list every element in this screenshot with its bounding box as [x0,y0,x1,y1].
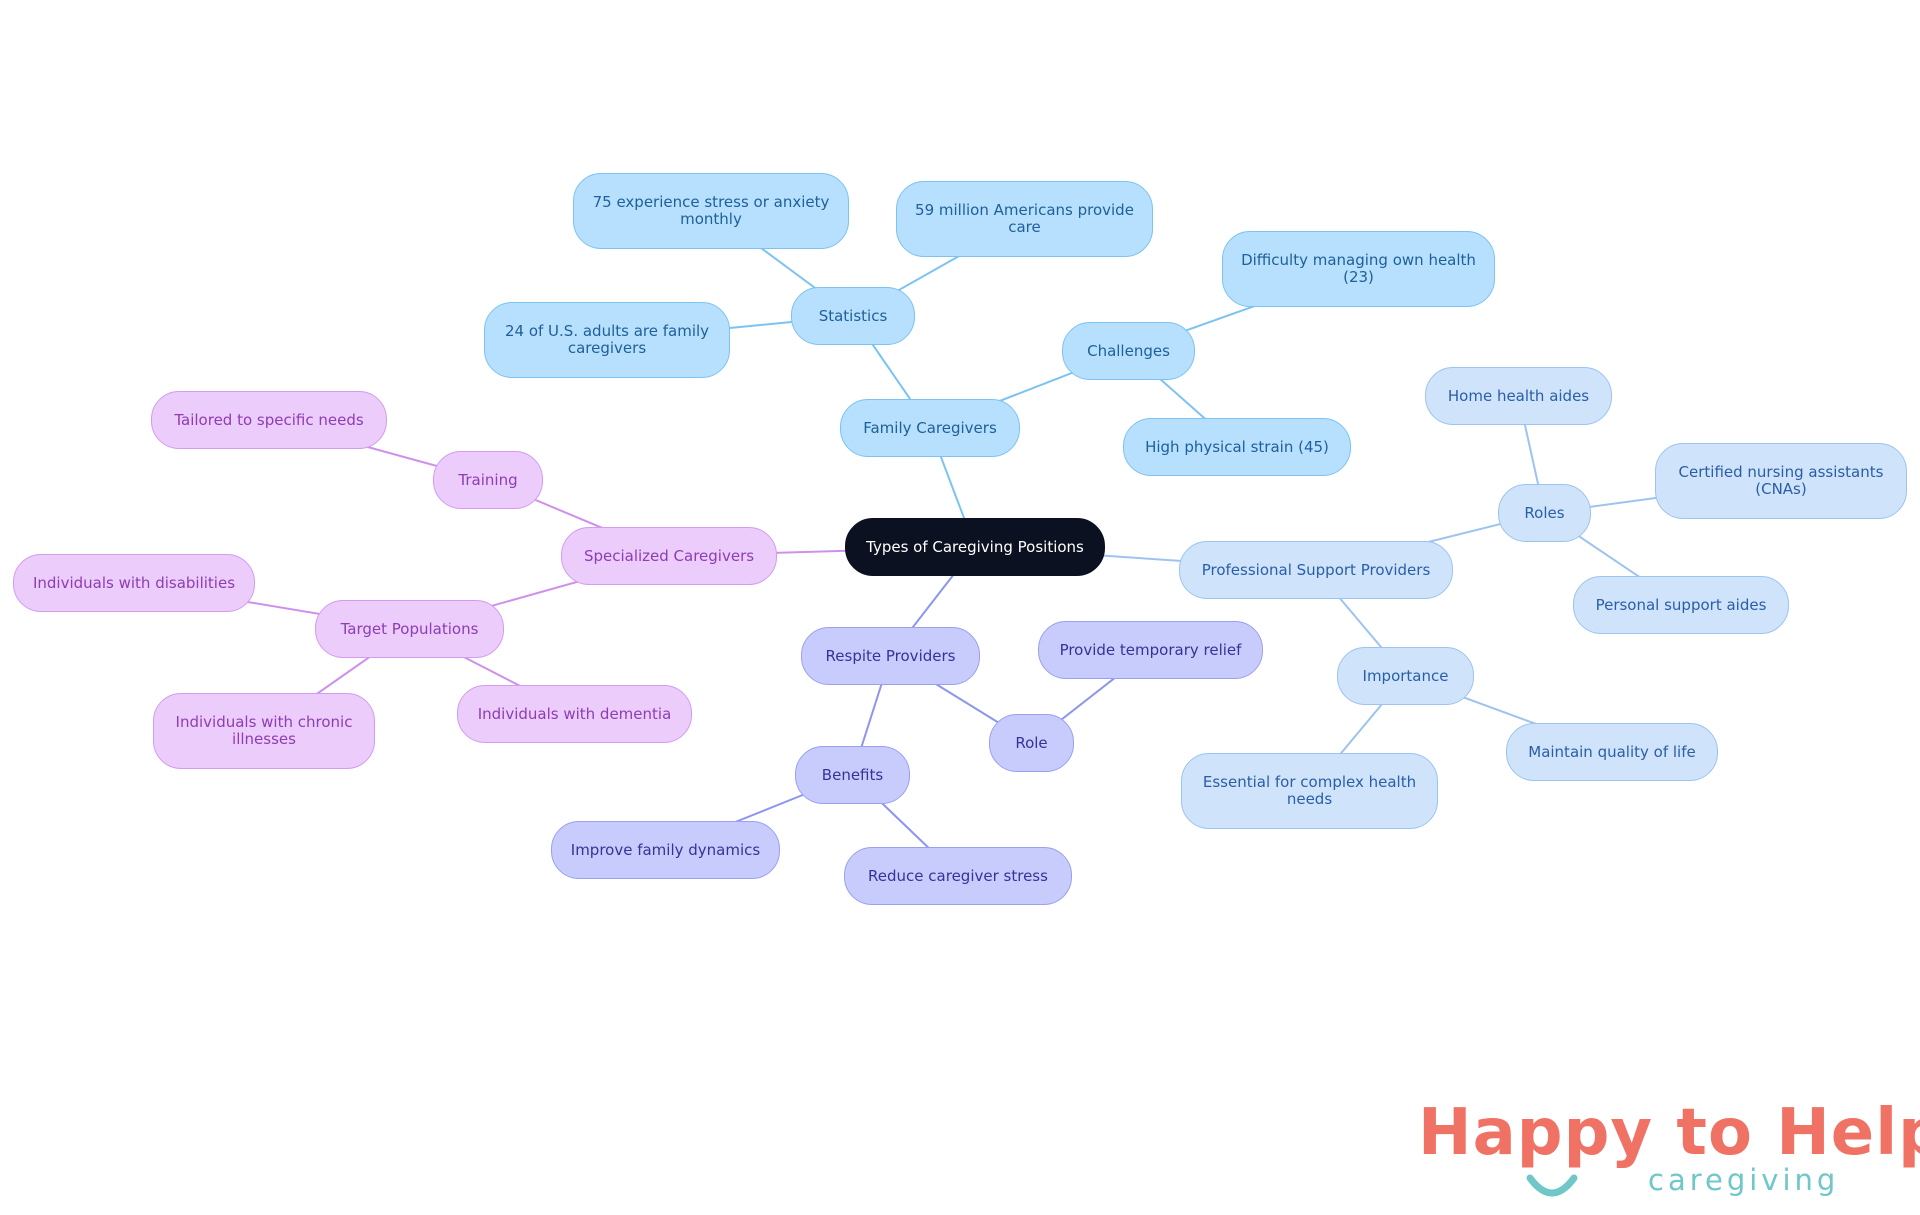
root-node: Types of Caregiving Positions [845,518,1105,576]
statistics-node: Statistics [791,287,915,345]
family-caregivers-node: Family Caregivers [840,399,1020,457]
importance-node: Importance [1337,647,1474,705]
logo-wordmark: Happy to Help [1418,1096,1920,1170]
professional-support-node: Professional Support Providers [1179,541,1453,599]
chronic-illnesses-node: Individuals with chronic illnesses [153,693,375,769]
stat-24-percent-node: 24 of U.S. adults are family caregivers [484,302,730,378]
roles-node: Roles [1498,484,1591,542]
respite-role-node: Role [989,714,1074,772]
stat-59-million-node: 59 million Americans provide care [896,181,1153,257]
challenge-own-health-node: Difficulty managing own health (23) [1222,231,1495,307]
tailored-needs-node: Tailored to specific needs [151,391,387,449]
target-populations-node: Target Populations [315,600,504,658]
challenges-node: Challenges [1062,322,1195,380]
training-node: Training [433,451,543,509]
dementia-node: Individuals with dementia [457,685,692,743]
disabilities-node: Individuals with disabilities [13,554,255,612]
improve-family-dynamics-node: Improve family dynamics [551,821,780,879]
benefits-node: Benefits [795,746,910,804]
logo-tagline: caregiving [1648,1163,1840,1197]
challenge-physical-strain-node: High physical strain (45) [1123,418,1351,476]
happy-to-help-logo: Happy to Help caregiving [1418,1098,1920,1198]
complex-health-needs-node: Essential for complex health needs [1181,753,1438,829]
smile-icon [1526,1174,1578,1197]
temporary-relief-node: Provide temporary relief [1038,621,1263,679]
reduce-caregiver-stress-node: Reduce caregiver stress [844,847,1072,905]
quality-of-life-node: Maintain quality of life [1506,723,1718,781]
stat-stress-node: 75 experience stress or anxiety monthly [573,173,849,249]
home-health-aides-node: Home health aides [1425,367,1612,425]
cna-node: Certified nursing assistants (CNAs) [1655,443,1907,519]
specialized-caregivers-node: Specialized Caregivers [561,527,777,585]
respite-providers-node: Respite Providers [801,627,980,685]
personal-support-aides-node: Personal support aides [1573,576,1789,634]
